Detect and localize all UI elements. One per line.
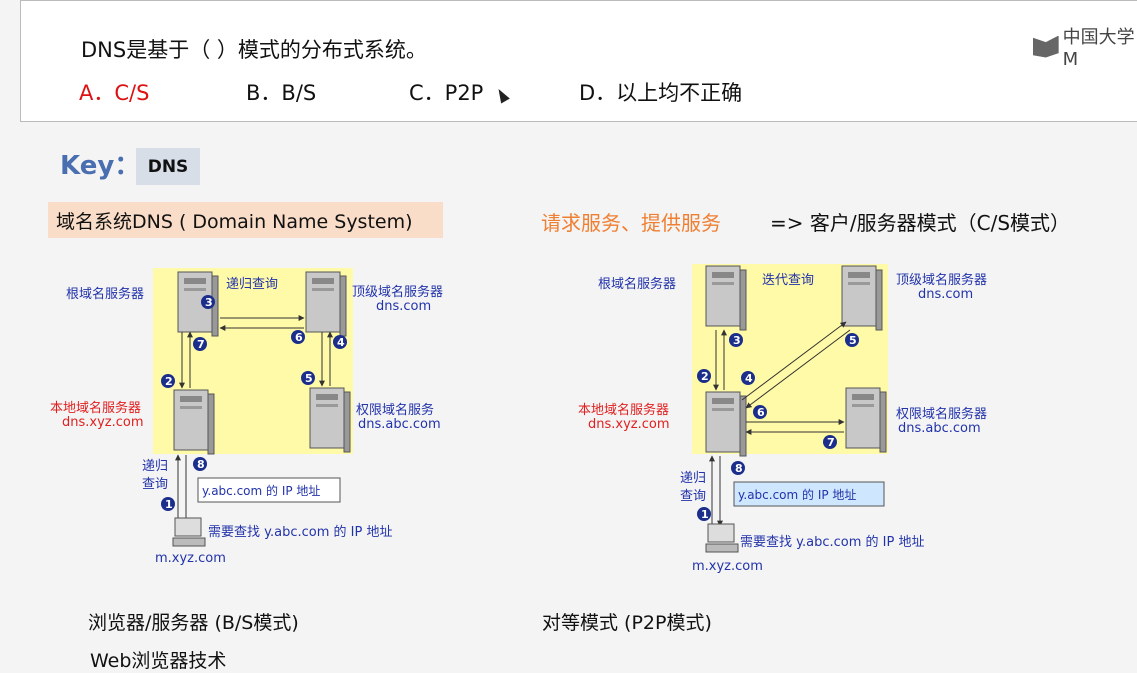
local-label: 本地域名服务器 <box>50 400 141 416</box>
auth-label: 权限域名服务 <box>356 402 434 418</box>
query-mode-1: 递归 <box>142 459 168 474</box>
web-text: Web浏览器技术 <box>90 650 227 672</box>
local-domain: dns.xyz.com <box>588 417 670 432</box>
tld-server-icon <box>841 265 883 331</box>
tld-domain: dns.com <box>376 299 431 314</box>
local-server-icon <box>173 389 215 455</box>
svg-text:8: 8 <box>197 458 205 471</box>
tld-domain: dns.com <box>918 287 973 302</box>
answer-box <box>733 481 885 507</box>
mode-label: 迭代查询 <box>762 273 814 288</box>
p2p-mode-text: 对等模式 (P2P模式) <box>542 612 712 634</box>
host-label: m.xyz.com <box>155 551 226 566</box>
svg-text:5: 5 <box>305 372 313 385</box>
auth-domain: dns.abc.com <box>358 417 441 432</box>
tld-label: 顶级域名服务器 <box>896 272 987 288</box>
answer-text: y.abc.com 的 IP 地址 <box>202 483 320 498</box>
svg-text:2: 2 <box>165 375 173 388</box>
local-domain: dns.xyz.com <box>62 415 144 430</box>
answer-text: y.abc.com 的 IP 地址 <box>738 487 856 502</box>
svg-text:8: 8 <box>735 462 743 475</box>
svg-text:3: 3 <box>205 296 213 309</box>
local-server-icon <box>705 391 747 457</box>
auth-server-icon <box>309 387 351 453</box>
need-text: 需要查找 y.abc.com 的 IP 地址 <box>208 524 392 540</box>
mode-label: 递归查询 <box>226 277 278 292</box>
option-a[interactable]: A．C/S <box>79 81 150 105</box>
request-highlight: 请求服务、提供服务 <box>541 211 721 235</box>
dns-title: 域名系统DNS ( Domain Name System) <box>48 202 443 238</box>
root-label: 根域名服务器 <box>598 276 676 292</box>
svg-text:4: 4 <box>745 372 753 385</box>
key-value: DNS <box>136 148 200 185</box>
svg-text:1: 1 <box>701 508 709 521</box>
svg-text:2: 2 <box>701 370 709 383</box>
root-server-icon <box>705 265 747 331</box>
question-box: DNS是基于（ ）模式的分布式系统。 A．C/S B．B/S C．P2P D．以… <box>20 0 1137 122</box>
need-text: 需要查找 y.abc.com 的 IP 地址 <box>740 534 924 550</box>
answer-box <box>197 477 341 503</box>
svg-text:3: 3 <box>733 334 741 347</box>
auth-server-icon <box>845 387 887 453</box>
root-label: 根域名服务器 <box>66 286 144 302</box>
query-mode-2: 查询 <box>680 489 706 504</box>
diagram-iterative: 迭代查询 根域名服务器 顶级域名服务器 dns.com 权限域名服务器 dns.… <box>576 250 1016 584</box>
svg-text:7: 7 <box>197 338 205 351</box>
option-b[interactable]: B．B/S <box>246 81 317 105</box>
host-label: m.xyz.com <box>692 559 763 574</box>
svg-text:6: 6 <box>757 406 765 419</box>
svg-text:1: 1 <box>165 498 173 511</box>
host-pc-icon <box>705 523 739 553</box>
key-label: Key： <box>60 151 141 181</box>
query-mode-2: 查询 <box>142 477 168 492</box>
auth-domain: dns.abc.com <box>898 421 981 436</box>
svg-text:6: 6 <box>295 331 303 344</box>
svg-text:7: 7 <box>827 436 835 449</box>
query-mode-1: 递归 <box>680 471 706 486</box>
request-rest: => 客户/服务器模式（C/S模式） <box>770 211 1071 235</box>
dns-title-text: 域名系统DNS ( Domain Name System) <box>56 210 413 233</box>
auth-label: 权限域名服务器 <box>896 406 987 422</box>
host-pc-icon <box>172 517 206 547</box>
tld-server-icon <box>305 271 347 337</box>
diagram-recursive: 递归查询 根域名服务器 顶级域名服务器 dns.com 权限域名服务 dns.a… <box>40 250 480 584</box>
question-text: DNS是基于（ ）模式的分布式系统。 <box>81 38 427 62</box>
book-icon <box>1033 35 1059 58</box>
option-c[interactable]: C．P2P <box>409 81 484 105</box>
tld-label: 顶级域名服务器 <box>352 284 443 300</box>
option-d[interactable]: D．以上均不正确 <box>579 81 743 105</box>
local-label: 本地域名服务器 <box>578 402 669 418</box>
bs-mode-text: 浏览器/服务器 (B/S模式) <box>88 612 299 634</box>
svg-text:5: 5 <box>849 334 857 347</box>
logo-text: 中国大学M <box>1062 27 1135 70</box>
mooc-logo: 中国大学M <box>1033 23 1137 70</box>
svg-text:4: 4 <box>337 336 345 349</box>
